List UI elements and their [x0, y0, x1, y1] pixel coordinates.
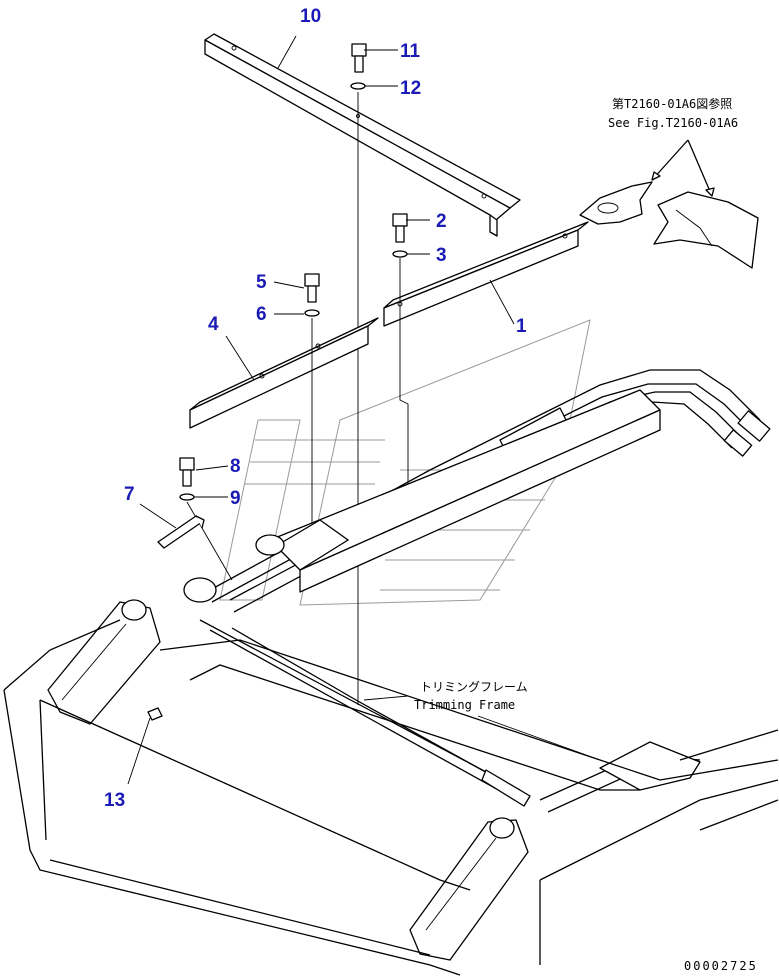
callout-1: 1: [516, 316, 527, 337]
callout-4: 4: [208, 314, 219, 335]
ref-bracket-b: [653, 191, 759, 269]
callout-3: 3: [436, 245, 447, 266]
part-6-washer: [304, 309, 320, 317]
ref-arrows: [651, 139, 713, 197]
leader-2-3: [399, 258, 409, 490]
boom-beam: [183, 389, 661, 603]
callout-12: 12: [400, 78, 421, 99]
callout-13: 13: [104, 790, 125, 811]
part-10-top-bar: [204, 33, 521, 237]
part-2-bolt: [392, 213, 408, 243]
part-3-washer: [392, 250, 408, 258]
callout-10: 10: [300, 6, 321, 27]
callout-5: 5: [256, 272, 267, 293]
lower-cylinder: [199, 619, 701, 813]
drawing-number: 00002725: [684, 959, 758, 973]
ref-bracket-a: [579, 181, 653, 225]
bucket-body: [3, 619, 779, 976]
reference-note-en: See Fig.T2160-01A6: [608, 116, 738, 130]
callout-9: 9: [230, 488, 241, 509]
part-12-washer: [350, 82, 366, 90]
part-9-washer: [179, 493, 195, 501]
callout-2: 2: [436, 211, 447, 232]
part-11-bolt: [351, 43, 367, 73]
reference-note-jp: 第T2160-01A6図参照: [612, 96, 732, 111]
part-5-bolt: [304, 273, 320, 303]
trimming-frame-note-jp: トリミングフレーム: [420, 680, 528, 694]
leader-8-9: [186, 501, 233, 581]
part-7-pin: [157, 515, 205, 549]
callout-8: 8: [230, 456, 241, 477]
callout-7: 7: [124, 484, 135, 505]
leader-lines: [127, 35, 601, 785]
callout-6: 6: [256, 304, 267, 325]
left-arm: [47, 599, 161, 725]
part-1-bracket-bar: [383, 221, 589, 327]
part-8-bolt: [179, 457, 195, 487]
part-4-short-bar: [189, 317, 379, 429]
callout-11: 11: [400, 41, 421, 62]
trimming-frame-note-en: Trimming Frame: [414, 698, 515, 712]
